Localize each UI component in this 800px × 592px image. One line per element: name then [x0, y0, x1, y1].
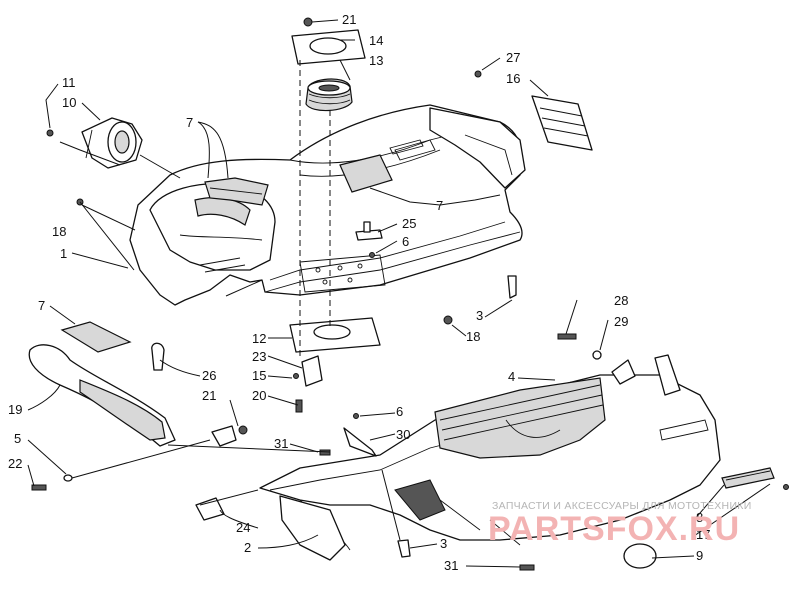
callout-13: 13 — [369, 53, 383, 68]
stud-25 — [355, 221, 383, 258]
watermark-brand: PARTSFOX.RU — [488, 510, 741, 548]
callout-8: 8 — [696, 510, 703, 525]
callout-16: 16 — [506, 71, 520, 86]
callout-22: 22 — [8, 456, 22, 471]
callout-11: 11 — [62, 75, 76, 90]
callout-12: 12 — [252, 331, 266, 346]
callout-7-decal: 7 — [38, 298, 45, 313]
screw-15 — [293, 373, 299, 379]
screw-27 — [474, 70, 482, 78]
callout-1: 1 — [60, 246, 67, 261]
leader-lines — [27, 19, 771, 568]
callout-labels: 21 14 13 27 16 11 10 7 7 25 6 18 1 3 18 … — [8, 12, 710, 573]
callout-6-lower: 6 — [396, 404, 403, 419]
callout-26: 26 — [202, 368, 216, 383]
callout-18-left: 18 — [52, 224, 66, 239]
washer-29 — [592, 350, 602, 360]
callout-21: 21 — [342, 12, 356, 27]
bracket-5 — [211, 425, 237, 447]
callout-20: 20 — [252, 388, 266, 403]
callout-23: 23 — [252, 349, 266, 364]
left-small-parts — [28, 321, 248, 491]
steering-support-stack — [289, 17, 381, 360]
clip-26 — [151, 342, 165, 371]
rivet-3b — [397, 539, 411, 558]
washer-5 — [63, 474, 73, 482]
screw-11 — [46, 129, 54, 137]
reflector-8 — [721, 467, 775, 489]
callout-21-lower: 21 — [202, 388, 216, 403]
callout-18-center: 18 — [466, 329, 480, 344]
screw-20 — [295, 399, 303, 413]
callout-31-upper: 31 — [274, 436, 288, 451]
screw-31b — [519, 564, 535, 571]
bracket-30 — [343, 427, 377, 457]
nut-21 — [303, 17, 313, 27]
cap-9 — [623, 543, 657, 569]
callout-9: 9 — [696, 548, 703, 563]
rivet-3a — [507, 275, 517, 299]
callout-31-lower: 31 — [444, 558, 458, 573]
callout-3-upper: 3 — [476, 308, 483, 323]
callout-15: 15 — [252, 368, 266, 383]
watermark-caption: ЗАПЧАСТИ И АКСЕССУАРЫ ДЛЯ МОТОТЕХНИКИ — [492, 500, 752, 512]
bracket-23 — [293, 355, 323, 413]
callout-17: 17 — [696, 527, 710, 542]
lower-belly-pan — [76, 198, 789, 571]
screw-18b — [443, 315, 453, 325]
bolt-22 — [31, 484, 47, 491]
callout-14: 14 — [369, 33, 383, 48]
housing-10 — [46, 117, 143, 169]
callout-4: 4 — [508, 369, 515, 384]
callout-27: 27 — [506, 50, 520, 65]
callout-30: 30 — [396, 427, 410, 442]
upper-console-body — [129, 104, 526, 306]
vent-grille-16 — [474, 70, 593, 151]
bolt-28 — [557, 333, 577, 340]
callout-2: 2 — [244, 540, 251, 555]
callout-28: 28 — [614, 293, 628, 308]
callout-7-console: 7 — [436, 198, 443, 213]
callout-10: 10 — [62, 95, 76, 110]
callout-24: 24 — [236, 520, 250, 535]
callout-7-fender: 7 — [186, 115, 193, 130]
callout-5: 5 — [14, 431, 21, 446]
callout-19: 19 — [8, 402, 22, 417]
side-panel-2 — [279, 495, 346, 561]
decal-7 — [60, 321, 132, 353]
callout-3-lower: 3 — [440, 536, 447, 551]
screw-31a — [319, 449, 331, 456]
callout-25: 25 — [402, 216, 416, 231]
mesh-panel-4 — [434, 377, 606, 459]
callout-6-upper: 6 — [402, 234, 409, 249]
callout-29: 29 — [614, 314, 628, 329]
clip-24 — [195, 497, 225, 521]
